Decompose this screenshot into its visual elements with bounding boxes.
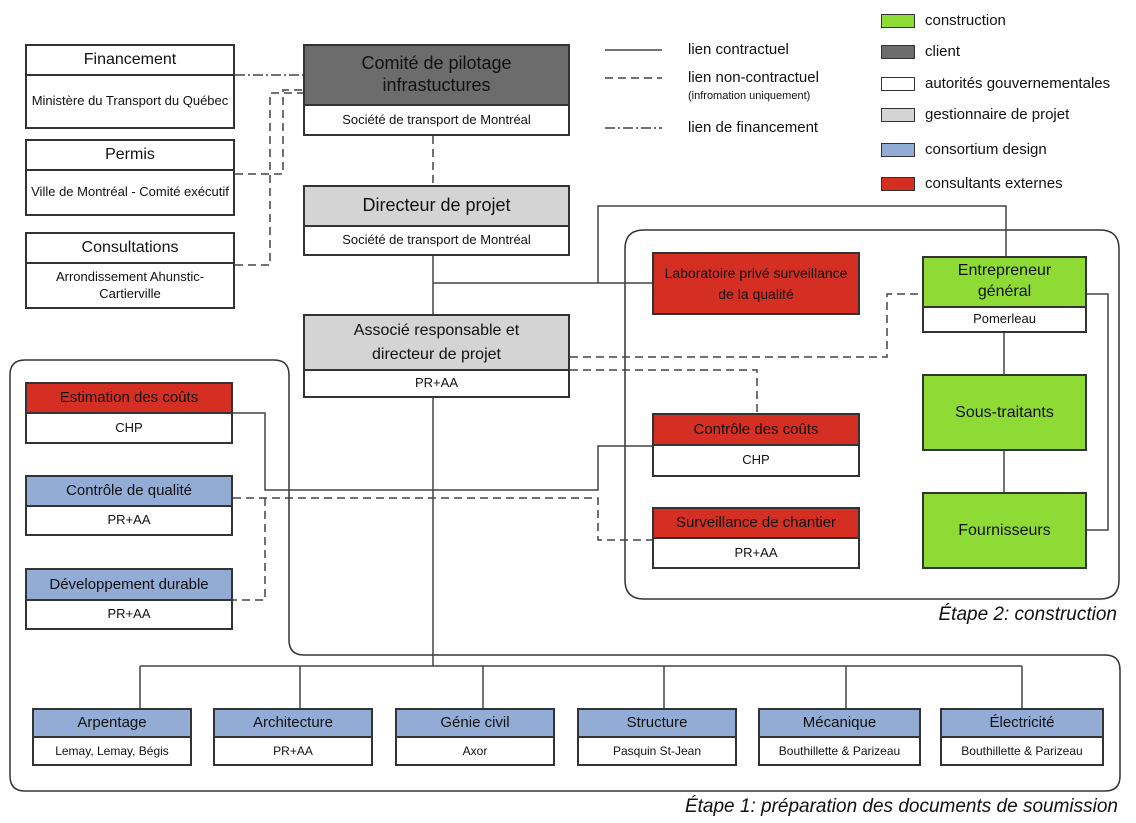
legend-dashed-note: (infromation uniquement) bbox=[688, 89, 811, 102]
legend-externes: consultants externes bbox=[881, 175, 1063, 192]
legend-dashed-text: lien non-contractuel bbox=[688, 69, 819, 86]
legend-dashdot-label: lien de financement bbox=[688, 119, 819, 136]
stage1-container bbox=[9, 359, 1121, 792]
node-controle-qualite: Contrôle de qualité PR+AA bbox=[25, 475, 233, 536]
node-financement: Financement Ministère du Transport du Qu… bbox=[25, 44, 235, 129]
node-permis-title: Permis bbox=[27, 141, 233, 171]
node-consultations-title: Consultations bbox=[27, 234, 233, 264]
stage1-label: Étape 1: préparation des documents de so… bbox=[684, 796, 1118, 817]
legend-autorites: autorités gouvernementales bbox=[881, 75, 1110, 92]
node-architecture-title: Architecture bbox=[215, 710, 371, 738]
legend-client-label: client bbox=[925, 43, 961, 60]
legend-gestionnaire: gestionnaire de projet bbox=[881, 106, 1069, 123]
stage2-container bbox=[624, 229, 1120, 600]
node-dev-durable: Développement durable PR+AA bbox=[25, 568, 233, 630]
node-estimation-title: Estimation des coûts bbox=[27, 384, 231, 414]
node-laboratoire-title: Laboratoire privé surveillance de la qua… bbox=[654, 254, 858, 313]
node-entrepreneur-title: Entrepreneur général bbox=[924, 258, 1085, 308]
node-architecture-body: PR+AA bbox=[273, 743, 313, 758]
node-controle-couts-title: Contrôle des coûts bbox=[654, 415, 858, 446]
node-dev-durable-body: PR+AA bbox=[107, 606, 151, 622]
line-consultations bbox=[235, 92, 303, 266]
node-structure-body: Pasquin St-Jean bbox=[612, 743, 702, 758]
node-controle-qualite-body: PR+AA bbox=[107, 512, 151, 528]
node-electricite-title: Électricité bbox=[942, 710, 1102, 738]
line-permis bbox=[235, 89, 303, 175]
node-associe-title: Associé responsable et directeur de proj… bbox=[305, 316, 568, 371]
swatch-design bbox=[881, 142, 915, 157]
legend-autorites-label: autorités gouvernementales bbox=[925, 75, 1111, 92]
node-arpentage-body: Lemay, Lemay, Bégis bbox=[55, 743, 169, 758]
node-genie-civil: Génie civil Axor bbox=[395, 708, 555, 766]
node-directeur-body: Société de transport de Montréal bbox=[342, 232, 531, 248]
line-ent-four bbox=[1087, 293, 1109, 531]
node-directeur-title: Directeur de projet bbox=[305, 187, 568, 227]
node-entrepreneur: Entrepreneur général Pomerleau bbox=[922, 256, 1087, 333]
legend-externes-label: consultants externes bbox=[925, 175, 1063, 192]
node-financement-title: Financement bbox=[27, 46, 233, 76]
legend-gestionnaire-label: gestionnaire de projet bbox=[925, 106, 1070, 123]
node-mecanique-title: Mécanique bbox=[760, 710, 919, 738]
node-comite: Comité de pilotage infrastuctures Sociét… bbox=[303, 44, 570, 136]
node-associe-body: PR+AA bbox=[415, 375, 458, 391]
swatch-autorites bbox=[881, 76, 915, 91]
node-comite-body: Société de transport de Montréal bbox=[342, 111, 531, 127]
node-surveillance-title: Surveillance de chantier bbox=[654, 509, 858, 539]
legend-dashed-label: lien non-contractuel (infromation unique… bbox=[688, 69, 819, 103]
node-sous-traitants-title: Sous-traitants bbox=[924, 376, 1085, 449]
node-arpentage-title: Arpentage bbox=[34, 710, 190, 738]
node-estimation: Estimation des coûts CHP bbox=[25, 382, 233, 444]
node-fournisseurs-title: Fournisseurs bbox=[924, 494, 1085, 567]
node-architecture: Architecture PR+AA bbox=[213, 708, 373, 766]
stage2-label: Étape 2: construction bbox=[938, 604, 1118, 625]
node-electricite-body: Bouthillette & Parizeau bbox=[961, 743, 1083, 758]
node-financement-body: Ministère du Transport du Québec bbox=[31, 93, 229, 109]
node-genie-civil-body: Axor bbox=[462, 743, 488, 758]
node-electricite: Électricité Bouthillette & Parizeau bbox=[940, 708, 1104, 766]
line-estimation-ccouts bbox=[233, 412, 652, 491]
node-consultations-body: Arrondissement Ahunstic-Cartierville bbox=[55, 269, 205, 301]
legend-client: client bbox=[881, 43, 960, 60]
node-laboratoire: Laboratoire privé surveillance de la qua… bbox=[652, 252, 860, 315]
swatch-construction bbox=[881, 13, 915, 28]
node-sous-traitants: Sous-traitants bbox=[922, 374, 1087, 451]
node-entrepreneur-body: Pomerleau bbox=[973, 311, 1036, 327]
node-structure-title: Structure bbox=[579, 710, 735, 738]
node-mecanique: Mécanique Bouthillette & Parizeau bbox=[758, 708, 921, 766]
legend-construction: construction bbox=[881, 12, 1006, 29]
legend-solid-label: lien contractuel bbox=[688, 41, 789, 58]
line-cq-surveillance bbox=[233, 497, 652, 541]
node-mecanique-body: Bouthillette & Parizeau bbox=[778, 743, 901, 758]
line-associe-ccouts bbox=[570, 369, 758, 413]
line-entrepreneur bbox=[597, 205, 1007, 283]
line-cq-devdurable bbox=[233, 498, 266, 601]
node-consultations: Consultations Arrondissement Ahunstic-Ca… bbox=[25, 232, 235, 309]
node-dev-durable-title: Développement durable bbox=[27, 570, 231, 601]
line-associe-entrepreneur bbox=[570, 293, 922, 358]
node-associe: Associé responsable et directeur de proj… bbox=[303, 314, 570, 398]
swatch-gestionnaire bbox=[881, 107, 915, 122]
node-permis-body: Ville de Montréal - Comité exécutif bbox=[31, 184, 229, 200]
node-fournisseurs: Fournisseurs bbox=[922, 492, 1087, 569]
swatch-externes bbox=[881, 176, 915, 191]
node-comite-title: Comité de pilotage infrastuctures bbox=[305, 46, 568, 106]
node-controle-qualite-title: Contrôle de qualité bbox=[27, 477, 231, 507]
node-surveillance: Surveillance de chantier PR+AA bbox=[652, 507, 860, 569]
node-controle-couts-body: CHP bbox=[742, 452, 770, 468]
node-controle-couts: Contrôle des coûts CHP bbox=[652, 413, 860, 477]
node-directeur: Directeur de projet Société de transport… bbox=[303, 185, 570, 256]
node-arpentage: Arpentage Lemay, Lemay, Bégis bbox=[32, 708, 192, 766]
node-genie-civil-title: Génie civil bbox=[397, 710, 553, 738]
node-structure: Structure Pasquin St-Jean bbox=[577, 708, 737, 766]
legend-design-label: consortium design bbox=[925, 141, 1047, 158]
node-surveillance-body: PR+AA bbox=[734, 544, 778, 560]
legend-design: consortium design bbox=[881, 141, 1047, 158]
legend-construction-label: construction bbox=[925, 12, 1006, 29]
node-estimation-body: CHP bbox=[115, 419, 143, 435]
swatch-client bbox=[881, 44, 915, 59]
node-permis: Permis Ville de Montréal - Comité exécut… bbox=[25, 139, 235, 216]
